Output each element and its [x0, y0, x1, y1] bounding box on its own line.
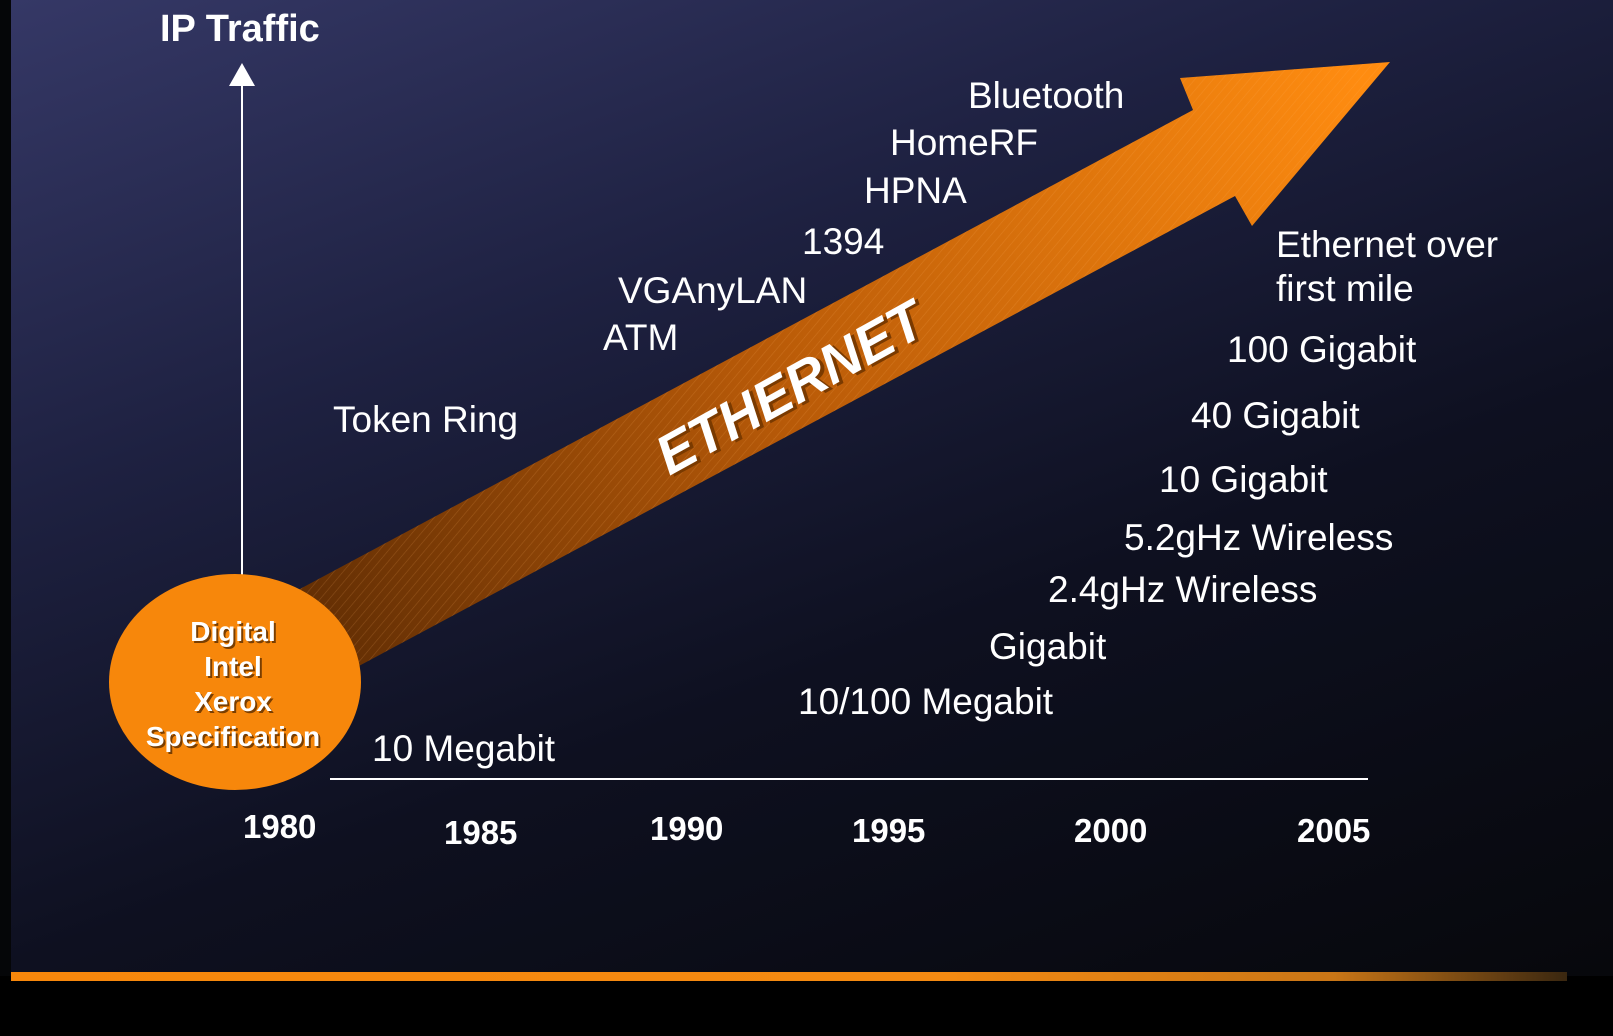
- origin-ellipse: [109, 574, 361, 790]
- year-1995: 1995: [852, 812, 926, 849]
- eth-2-4ghz-wireless: 2.4gHz Wireless: [1048, 569, 1318, 610]
- tech-vganylan: VGAnyLAN: [618, 270, 808, 311]
- eth-100-gigabit: 100 Gigabit: [1227, 329, 1417, 370]
- slide-background: [11, 0, 1613, 976]
- eth-10-gigabit: 10 Gigabit: [1159, 459, 1328, 500]
- tech-token-ring: Token Ring: [333, 399, 519, 440]
- origin-line-digital: Digital: [190, 616, 276, 647]
- year-1990: 1990: [650, 810, 724, 847]
- origin-line-intel: Intel: [204, 651, 262, 682]
- origin-label: Digital Intel Xerox Specification: [107, 614, 359, 754]
- eth-over-first-mile-line2: first mile: [1276, 268, 1414, 309]
- year-1985: 1985: [444, 814, 518, 851]
- tech-hpna: HPNA: [864, 170, 967, 211]
- tech-homerf: HomeRF: [890, 122, 1039, 163]
- eth-10-100-megabit: 10/100 Megabit: [798, 681, 1054, 722]
- eth-gigabit: Gigabit: [989, 626, 1107, 667]
- year-2000: 2000: [1074, 812, 1148, 849]
- footer-accent-bar: [11, 972, 1567, 981]
- bottom-margin: [0, 976, 1613, 1036]
- eth-10-megabit: 10 Megabit: [372, 728, 556, 769]
- y-axis-title: IP Traffic: [160, 8, 320, 50]
- tech-bluetooth: Bluetooth: [968, 75, 1125, 116]
- eth-5-2ghz-wireless: 5.2gHz Wireless: [1124, 517, 1394, 558]
- origin-line-specification: Specification: [145, 721, 321, 752]
- tech-1394: 1394: [802, 221, 885, 262]
- eth-over-first-mile-line1: Ethernet over: [1276, 224, 1499, 265]
- origin-line-xerox: Xerox: [194, 686, 272, 717]
- eth-40-gigabit: 40 Gigabit: [1191, 395, 1360, 436]
- year-2005: 2005: [1297, 812, 1371, 849]
- tech-atm: ATM: [603, 317, 679, 358]
- y-axis-arrowhead: [229, 63, 255, 86]
- ethernet-arrow-hatching: [298, 62, 1390, 667]
- year-1980: 1980: [243, 808, 317, 845]
